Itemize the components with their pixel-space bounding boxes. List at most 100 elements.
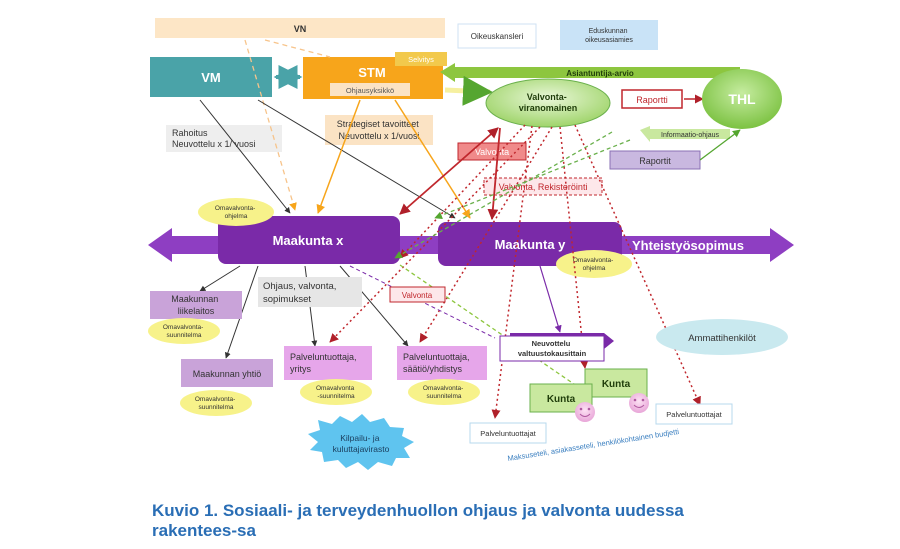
ohjausyksikko-box [330,83,410,96]
omavalvontasuunnitelma-2-line-1: Omavalvonta- [195,396,235,403]
strategiset-label: Strategiset tavoitteet Neuvottelu x 1/vu… [337,119,422,141]
kilpailu-label: Kilpailu- ja kuluttajavirasto [333,433,390,454]
valvonta-maakunta-y-arrow [487,127,501,221]
stm-maakunta-x-arrow [316,99,361,214]
valvontaviranomainen-oval [485,78,611,128]
valvonta-dotted-4 [559,126,589,369]
vm-label: VM [201,70,221,85]
neuvottelu-box [499,335,605,362]
selvitys-label: Selvitys [408,55,434,64]
omavalvontasuunnitelma-1-label: Omavalvonta- suunnitelma [163,324,205,339]
valvontaviranomainen-line-2: viranomainen [519,103,578,113]
maakunnan-liikelaitos-label: Maakunnan liikelaitos [171,294,221,316]
maakunnan-yhtio-label: Maakunnan yhtiö [193,369,262,379]
palveluntuottaja-saatio-label: Palveluntuottaja, säätiö/yhdistys [403,352,472,374]
omavalvontasuunnitelma-1-oval [148,318,220,344]
valvonta-box-2 [389,286,446,303]
omavalvontaohjelma-y-oval [556,250,632,278]
eduskunnan-oa-line-1: Eduskunnan [589,28,628,35]
vm-maakunta-x-arrow [199,99,291,214]
palveluntuottaja-yritys-line-2: yritys [290,364,311,374]
omavalvontasuunnitelma-4-line-1: Omavalvonta- [423,385,463,392]
strategiset-line-2: Neuvottelu x 1/vuosi [338,131,419,141]
omavalvontasuunnitelma-2-line-2: suunnitelma [198,404,233,411]
omavalvontasuunnitelma-1-line-2: suunnitelma [166,332,201,339]
valvonta-dotted-5 [574,124,701,406]
valvonta-dotted-3 [419,126,553,343]
selvitys-box [395,52,447,66]
smiley-icon-1 [575,402,595,422]
palveluntuottajat-2-label: Palveluntuottajat [666,410,722,419]
valvonta-label-1: Valvonta [475,147,509,157]
omavalvontasuunnitelma-3-line-1: Omavalvonta [316,385,355,392]
ammattihenkilot-label: Ammattihenkilöt [688,333,756,344]
maakunnan-liikelaitos-box [150,291,242,319]
omavalvontaohjelma-y-line-2: ohjelma [583,265,606,272]
palveluntuottajat-1-box [469,422,547,444]
omavalvontaohjelma-x-line-1: Omavalvonta- [215,205,255,212]
thl-label: THL [728,91,756,107]
neuvottelu-line-2: valtuustokausittain [518,349,587,358]
ohjaus-box [258,277,362,307]
raportti-box [621,89,683,109]
omavalvontasuunnitelma-1-line-1: Omavalvonta- [163,324,203,331]
figure-caption: Kuvio 1. Sosiaali- ja terveydenhuollon o… [152,501,684,540]
informaatio-ohjaus-label: Informaatio-ohjaus [661,132,719,139]
mx-liikelaitos-arrow [199,265,241,292]
omavalvontasuunnitelma-2-label: Omavalvonta- suunnitelma [195,396,237,411]
smiley-icon-2 [629,393,649,413]
omavalvontasuunnitelma-4-oval [408,379,480,405]
eduskunnan-oa-box [560,20,658,50]
oikeuskansleri-label: Oikeuskansleri [471,32,524,41]
ohjausyksikko-label: Ohjausyksikkö [346,86,394,95]
valvontaviranomainen-label: Valvonta- viranomainen [519,92,578,113]
palveluntuottajat-2-box [655,403,733,425]
eduskunnan-oa-line-2: oikeusasiamies [585,37,633,44]
yhteistyosopimus-label: Yhteistyösopimus [632,238,744,253]
maakunnan-yhtio-box [181,359,273,387]
maakunta-y-neuvottelu-line [539,265,562,333]
asiantuntija-label: Asiantuntija-arvio [566,69,634,78]
maakunta-x-label: Maakunta x [273,233,345,248]
omavalvontaohjelma-x-oval [198,198,274,226]
omavalvontasuunnitelma-4-label: Omavalvonta- suunnitelma [423,385,465,400]
kunta-1-label: Kunta [547,394,576,405]
palveluntuottajat-1-label: Palveluntuottajat [480,429,536,438]
kilpailu-line-1: Kilpailu- ja [340,433,379,443]
rahoitus-label: Rahoitus Neuvottelu x 1/ vuosi [172,128,256,149]
palveluntuottaja-saatio-box [397,346,487,380]
rahoitus-line-2: Neuvottelu x 1/ vuosi [172,139,256,149]
palveluntuottaja-saatio-line-1: Palveluntuottaja, [403,352,470,362]
palveluntuottaja-yritys-label: Palveluntuottaja, yritys [290,352,359,374]
omavalvontasuunnitelma-4-line-2: suunnitelma [426,393,461,400]
omavalvontaohjelma-x-line-2: ohjelma [225,213,248,220]
omavalvontasuunnitelma-3-label: Omavalvonta -suunnitelma [316,385,356,400]
asiantuntija-arrow [440,63,740,82]
valvonta-label-2: Valvonta [402,291,433,300]
ohjaus-line-2: sopimukset [263,294,311,305]
rahoitus-line-1: Rahoitus [172,128,208,138]
vn-stm-dashed-line [264,39,331,58]
stm-to-valvonta-arrow [444,75,493,106]
valvonta-dotted-1 [399,124,526,259]
maakunnan-liikelaitos-line-2: liikelaitos [178,306,215,316]
kunta-2-label: Kunta [602,379,631,390]
stm-label: STM [358,65,385,80]
kilpailu-line-2: kuluttajavirasto [333,444,390,454]
raportit-label: Raportit [639,156,671,166]
vm-box [150,57,272,97]
informaatio-ohjaus-arrow [640,126,730,142]
ammattihenkilot-oval [656,319,788,355]
neuvottelu-line-1: Neuvottelu [532,339,571,348]
omavalvontasuunnitelma-3-line-2: -suunnitelma [317,393,355,400]
ohjaus-label: Ohjaus, valvonta, sopimukset [263,281,339,305]
raportit-arrow [699,129,741,161]
vn-maakunta-dashed-arrow [244,39,297,211]
maakunta-x-box [218,216,400,264]
palveluntuottaja-yritys-box [284,346,372,380]
maakunnan-liikelaitos-line-1: Maakunnan [171,294,218,304]
thl-dashed-2 [434,139,631,220]
neuvottelu-label: Neuvottelu valtuustokausittain [518,339,587,358]
oikeuskansleri-box [457,23,537,49]
